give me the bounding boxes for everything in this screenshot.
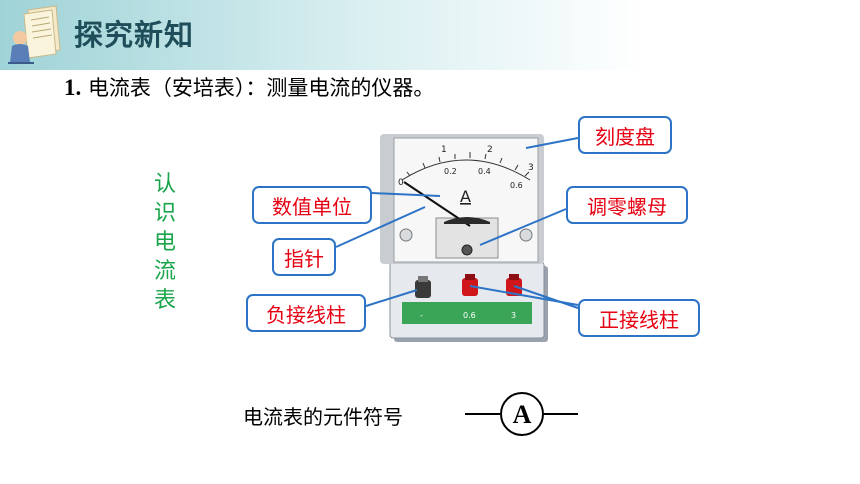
callout-negative-terminal: 负接线柱 <box>246 294 366 332</box>
terminal-label-3: 3 <box>511 311 516 320</box>
scale-bottom-0: 0.2 <box>444 167 457 176</box>
page-title: 探究新知 <box>74 18 195 52</box>
screw-right <box>519 228 533 242</box>
callout-zero-adjuster: 调零螺母 <box>566 186 688 224</box>
callout-pointer: 指针 <box>272 238 336 276</box>
ammeter-symbol: A <box>465 392 578 436</box>
pointer-pivot-cover <box>444 217 490 224</box>
terminal-strip <box>402 302 532 324</box>
section-number: 1. <box>64 75 82 100</box>
scale-top-0: 0 <box>398 178 404 188</box>
unit-symbol: A <box>460 187 471 206</box>
scale-top-3: 3 <box>528 163 534 173</box>
section-heading: 1. 电流表（安培表）：测量电流的仪器。 <box>64 72 434 102</box>
scale-bottom-1: 0.4 <box>478 167 491 176</box>
dial-arc <box>401 159 531 181</box>
reading-figure-icon <box>8 5 61 64</box>
scale-top-1: 1 <box>441 145 447 155</box>
scale-top-2: 2 <box>487 145 493 155</box>
symbol-label: 电流表的元件符号 <box>243 405 403 429</box>
terminal-label-negative: - <box>420 311 423 320</box>
ammeter-symbol-letter: A <box>513 400 532 429</box>
zero-adjuster-screw <box>461 244 473 256</box>
scale-bottom-2: 0.6 <box>510 181 523 190</box>
terminal-label-0-6: 0.6 <box>463 311 476 320</box>
terminal-negative <box>415 276 431 298</box>
dial-ticks <box>406 152 530 177</box>
callout-dial: 刻度盘 <box>578 116 672 154</box>
section-heading-text: 电流表（安培表）：测量电流的仪器。 <box>87 76 435 100</box>
header-bar <box>0 0 860 70</box>
side-label: 认识电流表 <box>153 172 176 313</box>
screw-left <box>399 228 413 242</box>
callout-unit: 数值单位 <box>252 186 372 224</box>
meter-base-top <box>389 261 545 339</box>
callout-positive-terminal: 正接线柱 <box>578 299 700 337</box>
ammeter-illustration: 0 1 2 3 0.2 0.4 0.6 A - 0.6 3 <box>380 134 548 342</box>
